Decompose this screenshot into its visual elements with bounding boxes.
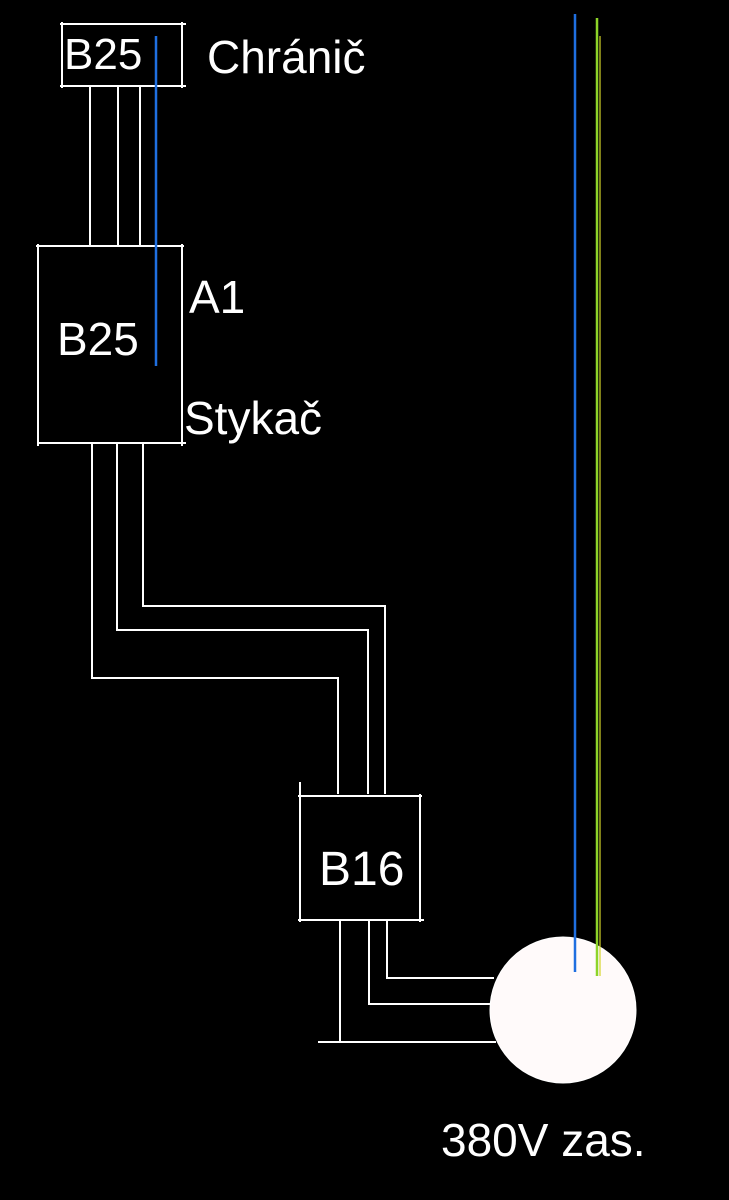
breaker-bottom-label: B16 [319, 843, 405, 896]
contactor-label: B25 [57, 313, 139, 365]
contactor-caption: Stykač [184, 392, 323, 444]
breaker-top-caption: Chránič [207, 31, 366, 83]
contactor-coil-label: A1 [189, 271, 246, 323]
breaker-top-label: B25 [64, 30, 143, 79]
wires-contactor-to-b16 [91, 443, 386, 794]
wires-breaker-to-contactor [89, 86, 141, 246]
socket-380v [489, 936, 637, 1084]
breaker-top-box [60, 22, 186, 88]
socket-caption: 380V zas. [441, 1114, 646, 1166]
wires-b16-to-socket [318, 920, 496, 1043]
breaker-b16-box [298, 782, 424, 922]
contactor-box [36, 244, 186, 446]
